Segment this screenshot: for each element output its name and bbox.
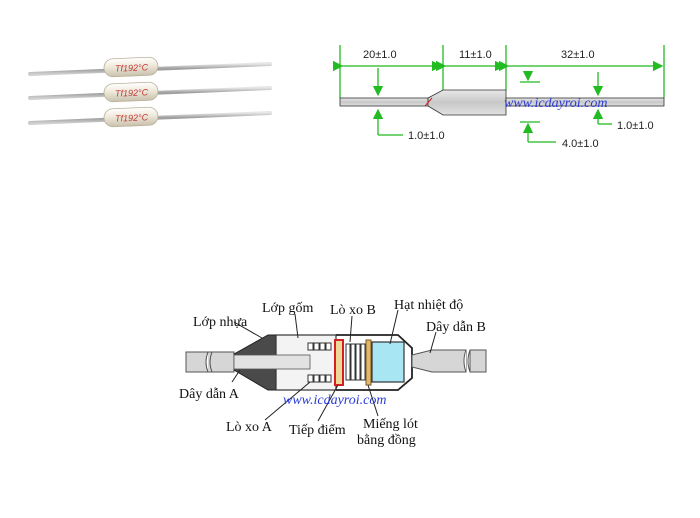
contact-shape <box>334 339 344 386</box>
label-lead-b: Dây dẫn B <box>426 320 486 335</box>
fuse-marking: Tf192°C <box>115 87 149 98</box>
label-plastic-layer: Lớp nhựa <box>193 315 248 330</box>
fuse-photo-item: Tf192°C <box>28 106 272 128</box>
dim-lead-b <box>505 97 665 107</box>
thermal-pellet-shape <box>371 341 405 383</box>
dim-watermark: www.icdayroi.com <box>504 96 607 111</box>
label-copper-washer-2: bằng đồng <box>357 433 416 448</box>
dim-body-dia: 4.0±1.0 <box>562 138 599 150</box>
dim-lead-b-dia: 1.0±1.0 <box>617 120 654 132</box>
cutaway-diagram: Lớp nhựa Lớp gốm Lò xo B Hạt nhiệt độ Dâ… <box>179 298 487 448</box>
label-copper-washer-1: Miếng lót <box>363 417 418 432</box>
label-ceramic-layer: Lớp gốm <box>262 301 313 316</box>
copper-washer-shape <box>365 339 372 386</box>
spring-a-shape <box>307 342 332 383</box>
label-contact: Tiếp điểm <box>289 423 346 438</box>
label-thermal-pellet: Hạt nhiệt độ <box>394 298 463 313</box>
label-spring-b: Lò xo B <box>330 303 376 318</box>
lead-b-wire <box>411 349 467 373</box>
fuse-marking: Tf192°C <box>115 62 149 73</box>
fuse-photo-item: Tf192°C <box>28 56 272 78</box>
dim-lead-a-length: 20±1.0 <box>363 49 397 61</box>
dim-body-length: 11±1.0 <box>459 49 492 61</box>
label-spring-a: Lò xo A <box>226 420 273 435</box>
fuse-photo: Tf192°C Tf192°C Tf192°C <box>28 56 272 128</box>
dim-lead-a <box>339 97 429 107</box>
dim-lead-a-dia: 1.0±1.0 <box>408 130 445 142</box>
dim-body <box>427 89 507 116</box>
fuse-marking: Tf192°C <box>115 112 149 123</box>
dim-lead-b-length: 32±1.0 <box>561 49 595 61</box>
cutaway-watermark: www.icdayroi.com <box>283 393 386 408</box>
label-lead-a: Dây dẫn A <box>179 387 240 402</box>
spring-b-shape <box>345 343 366 381</box>
fuse-photo-item: Tf192°C <box>28 81 272 103</box>
dimension-drawing: 20±1.0 11±1.0 32±1.0 www.icdayroi.com 1.… <box>332 45 665 150</box>
